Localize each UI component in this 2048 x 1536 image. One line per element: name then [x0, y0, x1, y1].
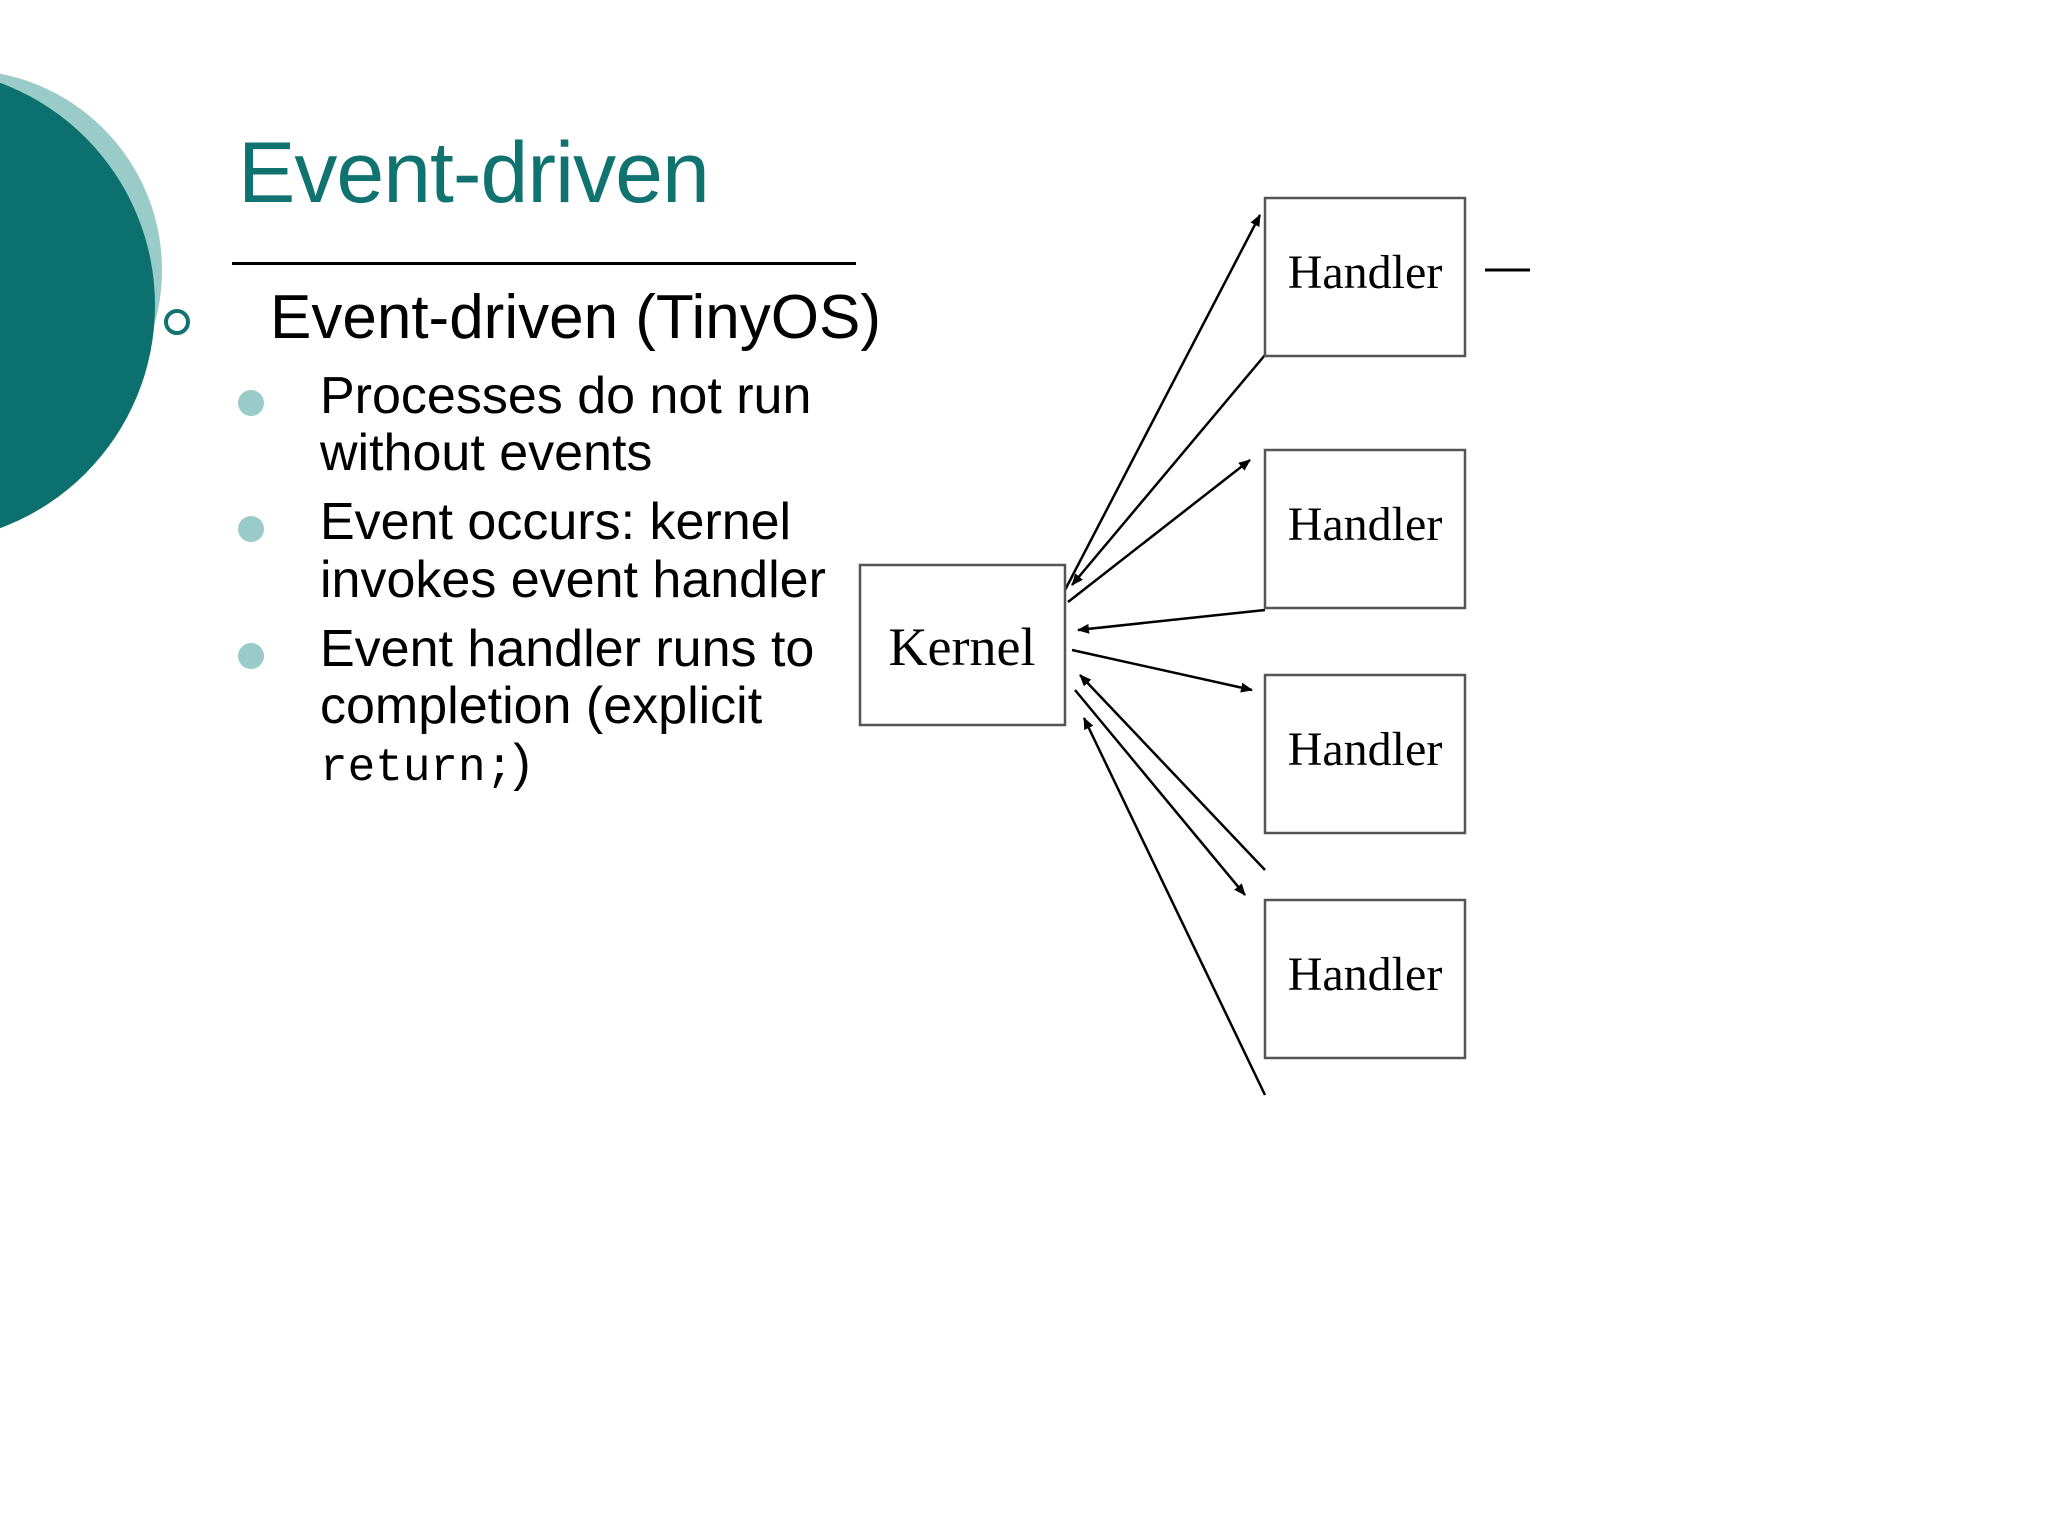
title-divider — [232, 262, 856, 265]
kernel-node-label: Kernel — [889, 617, 1036, 677]
hollow-circle-bullet-icon — [164, 309, 190, 335]
handler-node-label: Handler — [1288, 246, 1443, 299]
filled-dot-bullet-icon — [238, 516, 264, 543]
handler-node-2: Handler — [1263, 448, 1467, 610]
list-item: Processes do not run without events — [150, 366, 910, 483]
diagram-edges — [1063, 214, 1267, 1096]
handler-node-4: Handler — [1263, 898, 1467, 1060]
list-item: Event-driven (TinyOS) — [150, 283, 910, 352]
edge-handler-3-to-kernel — [1079, 674, 1266, 871]
list-item-label-after: ) — [513, 734, 531, 793]
list-item-label: Event occurs: kernel invokes event handl… — [320, 493, 826, 609]
handler-node-label: Handler — [1288, 948, 1443, 1001]
list-item: Event handler runs to completion (explic… — [150, 619, 910, 795]
edge-kernel-to-handler-2 — [1067, 459, 1251, 603]
list-item-label-before: Event handler runs to completion (explic… — [320, 619, 815, 735]
filled-dot-bullet-icon — [238, 389, 264, 416]
edge-handler-4-to-kernel — [1082, 717, 1267, 1096]
edge-kernel-to-handler-1 — [1063, 214, 1262, 591]
edge-kernel-to-handler-3 — [1071, 648, 1253, 693]
handler-node-label: Handler — [1288, 723, 1443, 776]
handler-node-3: Handler — [1263, 673, 1467, 835]
edge-handler-2-to-kernel — [1077, 608, 1266, 634]
bullet-list: Event-driven (TinyOS) Processes do not r… — [150, 283, 910, 806]
page-title: Event-driven — [238, 125, 710, 221]
edge-kernel-to-handler-4 — [1074, 689, 1246, 896]
handler-node-label: Handler — [1288, 498, 1443, 551]
edge-handler-1-to-kernel — [1071, 354, 1266, 586]
decorative-circle-dark — [0, 68, 155, 543]
list-item-label: Event-driven (TinyOS) — [270, 283, 881, 352]
handler-node-1: Handler — [1263, 196, 1467, 358]
list-item: Event occurs: kernel invokes event handl… — [150, 494, 910, 608]
kernel-node: Kernel — [858, 563, 1067, 727]
list-item-code-literal: return; — [320, 742, 514, 795]
list-item-label: Processes do not run without events — [320, 366, 812, 483]
filled-dot-bullet-icon — [238, 642, 264, 669]
kernel-handler-diagram: Kernel Handler Handler Handler Handler — [840, 170, 2048, 1100]
